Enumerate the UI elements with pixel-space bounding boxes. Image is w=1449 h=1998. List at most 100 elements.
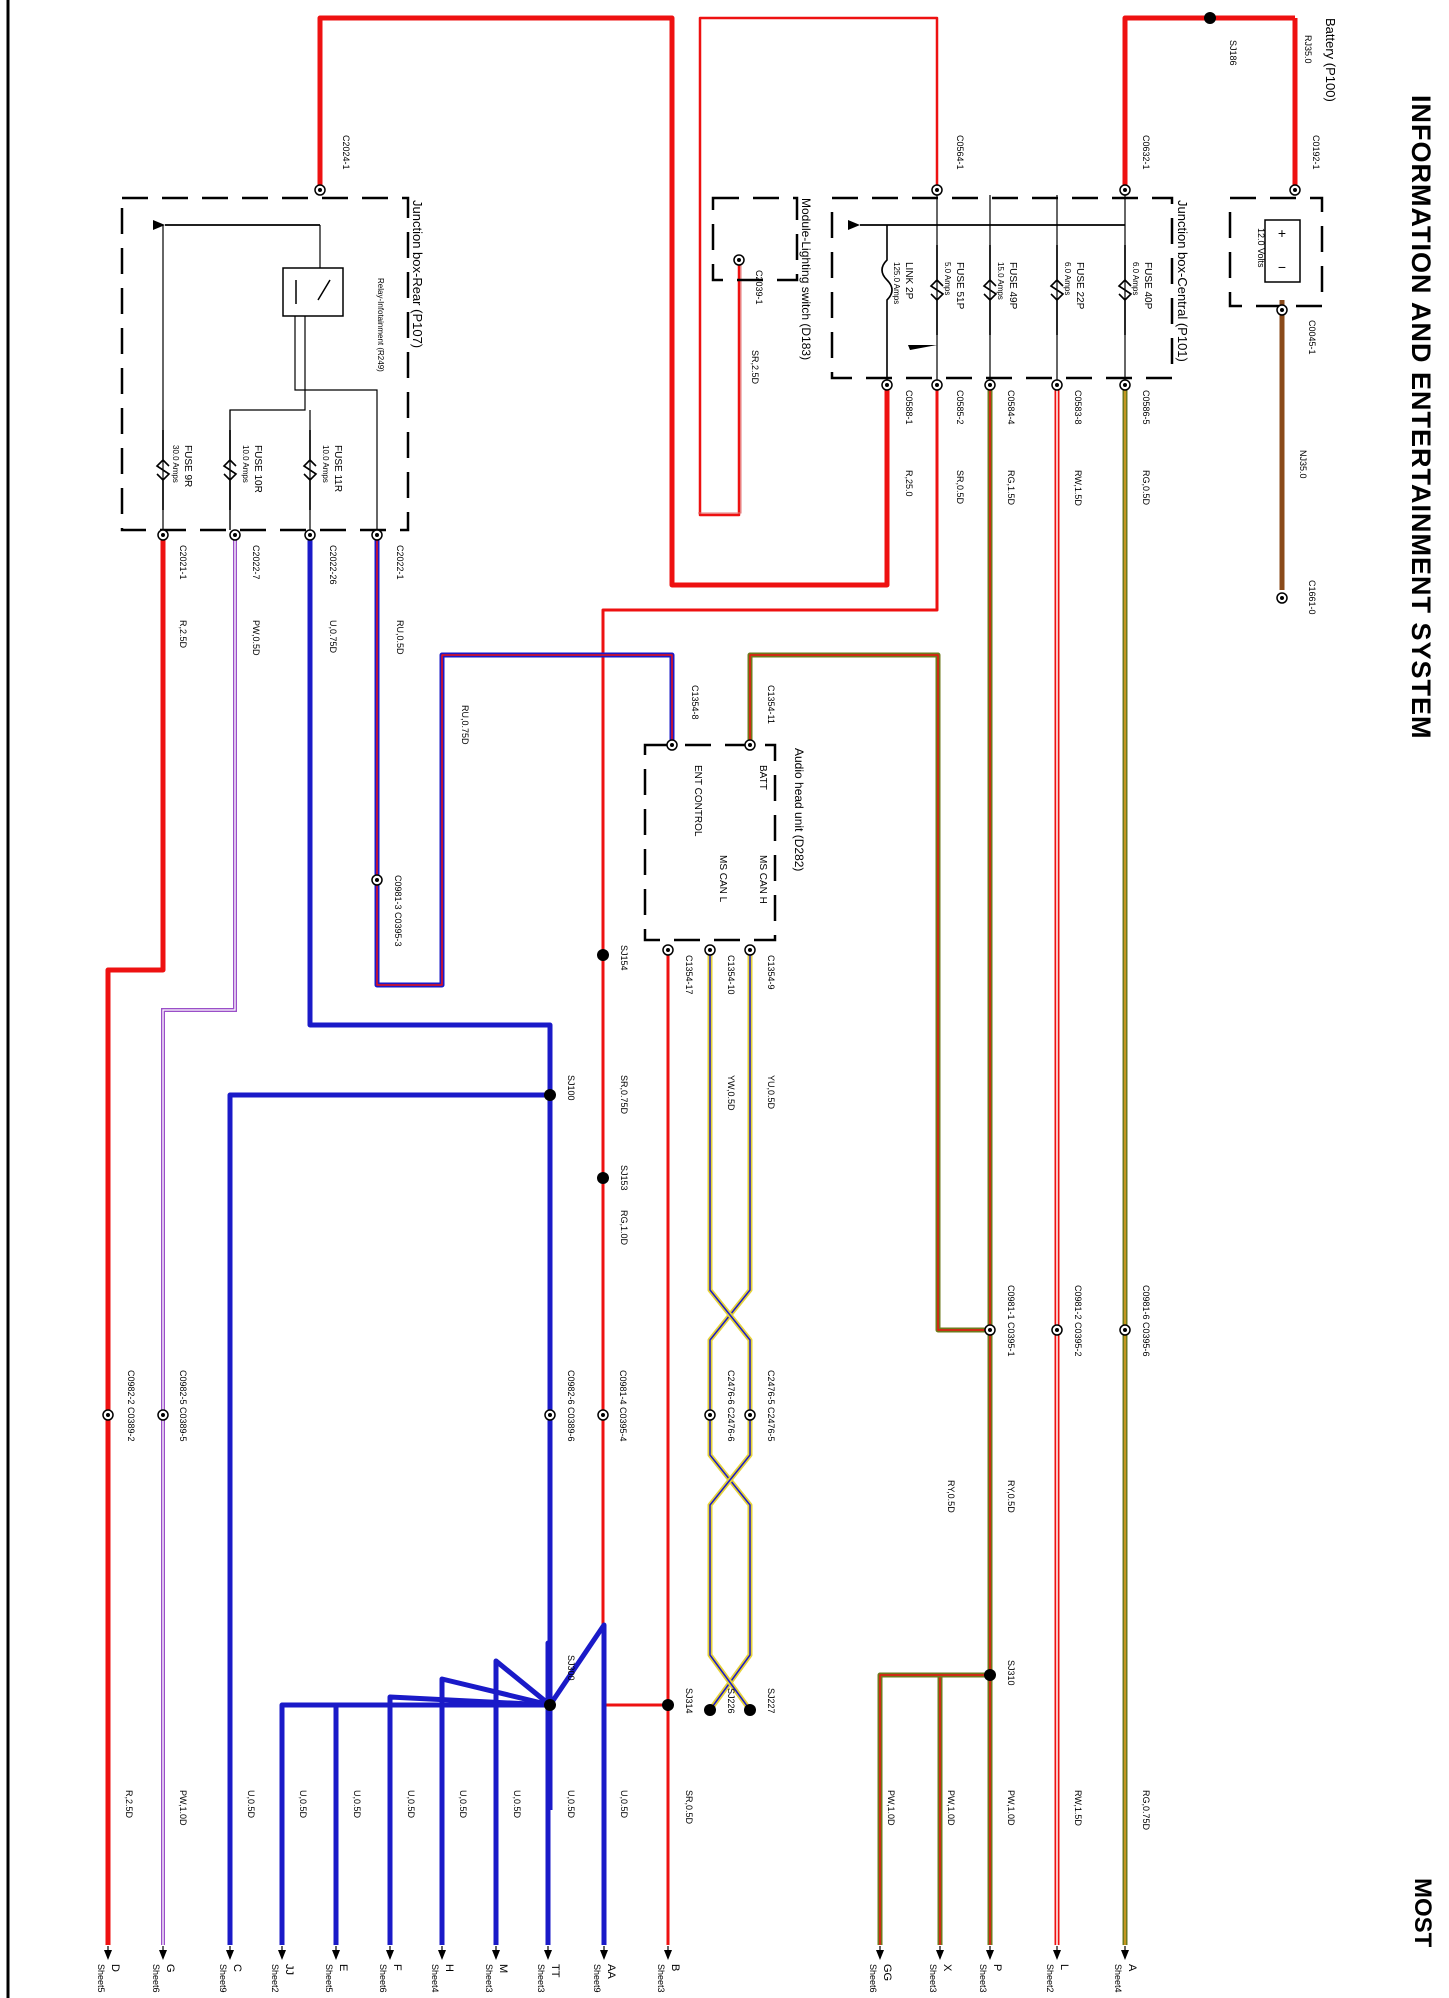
lighting-switch-label: Module-Lighting switch (D183) [799,198,813,360]
output-letter-m: M [497,1964,509,1973]
output-sheet-d: Sheet5 [96,1964,106,1993]
connector-label-6: C2024-1 [341,135,351,170]
wire-label-31: U,0.5D [298,1790,308,1819]
connector-c0584-4-center [988,383,992,387]
output-arrow-x [936,1950,944,1960]
connector-c0982-6-c0389-6-center [548,1413,552,1417]
wire-label-19: RG,0.75D [1141,1790,1151,1831]
connector-c0564-1-center [935,188,939,192]
splice-label-6: SJ227 [766,1688,776,1714]
wire-label-26: U,0.5D [566,1790,576,1819]
connector-c1354-9-center [748,948,752,952]
connector-c2022-7-center [233,533,237,537]
output-arrow-f [386,1950,394,1960]
splice-sj227 [744,1704,756,1716]
connector-c1354-10-center [708,948,712,952]
wire-label-30: U,0.5D [352,1790,362,1819]
connector-label-11: C0588-1 [904,390,914,425]
wire-label-25: U,0.5D [619,1790,629,1819]
fuse-rating-7: 30.0 Amps [171,445,180,483]
wire-label-17: RY,0.5D [1006,1480,1016,1513]
output-letter-g: G [164,1964,176,1973]
connector-c0045-1-center [1280,308,1284,312]
wire-r-fuse9 [105,530,166,1945]
fuse-rating-0: 6.0 Amps [1131,262,1140,295]
output-arrow-p [986,1950,994,1960]
connector-label-17: C1354-8 [690,685,700,720]
wire-label-22: PW,1.0D [946,1790,956,1826]
output-letter-gg: GG [881,1964,893,1981]
wire-ru-ent-stripe [376,530,673,986]
output-sheet-jj: Sheet2 [270,1964,280,1993]
output-letter-c: C [231,1964,243,1972]
connector-c2021-1-center [161,533,165,537]
splice-sj153 [597,1172,609,1184]
jb-central-label: Junction box-Central (P101) [1175,200,1190,362]
splice-label-1: SJ154 [619,945,629,971]
wire-ms-can-h-stripe [709,950,751,1711]
wire-label-29: U,0.5D [406,1790,416,1819]
output-letter-tt: TT [549,1964,561,1978]
wire-u-fan-tt [545,1640,553,1945]
connector-c0585-2-center [935,383,939,387]
wire-label-14: YW,0.5D [726,1075,736,1111]
battery-plus: + [1278,225,1286,241]
wire-sr-main [601,955,668,1707]
connector-label-16: C1354-11 [766,685,776,724]
splice-sj314 [662,1699,674,1711]
output-sheet-aa: Sheet9 [592,1964,602,1993]
connector-label-4: C0564-1 [955,135,965,170]
wire-label-2: SR,2.5D [750,350,760,385]
connector-label-28: C0982-6 C0389-6 [566,1370,576,1442]
fuse-name-1: FUSE 22P [1074,262,1085,310]
fuse-rating-5: 10.0 Amps [321,445,330,483]
battery-symbol [1264,219,1301,283]
wire-rg-batt-stripe [749,654,990,1331]
battery-minus: − [1278,259,1286,275]
connector-c0981-2-c0395-2-center [1055,1328,1059,1332]
output-letter-b: B [669,1964,681,1971]
splice-sj310 [984,1669,996,1681]
connector-c0982-2-c0389-2-center [106,1413,110,1417]
wire-label-11: R,2.5D [178,620,188,649]
fuse-symbol-0-body [1118,279,1132,301]
connector-label-29: C0982-5 C0389-5 [178,1370,188,1442]
fuse-symbol-2-body [983,279,997,301]
wire-pw [161,530,237,1945]
connector-label-20: C1354-17 [684,955,694,995]
output-arrow-jj [278,1950,286,1960]
output-arrow-m [492,1950,500,1960]
wire-u-fan-jj [279,1702,550,1945]
connector-label-3: C0632-1 [1141,135,1151,170]
output-arrow-aa [600,1950,608,1960]
wire-ru-ent [374,530,675,988]
connector-label-9: C0584-4 [1006,390,1016,425]
connector-label-1: C0045-1 [1307,320,1317,355]
connector-c0981-1-c0395-1-center [988,1328,992,1332]
connector-label-0: C0192-1 [1311,135,1321,170]
wire-label-5: RG,1.5D [1006,470,1016,506]
audio-head-unit-label: Audio head unit (D282) [792,748,806,871]
battery-label: Battery (P100) [1323,18,1338,102]
connector-c0981-3-c0395-3-center [375,878,379,882]
output-sheet-a: Sheet4 [1113,1964,1123,1993]
connector-label-7: C0586-5 [1141,390,1151,425]
output-letter-f: F [391,1964,403,1971]
wire-label-33: PW,1.0D [178,1790,188,1826]
wire-label-28: U,0.5D [458,1790,468,1819]
connector-c0632-1-center [1123,188,1127,192]
connector-c0586-5-center [1123,383,1127,387]
jb-rear-box [120,196,410,532]
output-letter-a: A [1126,1964,1138,1972]
output-sheet-e: Sheet5 [324,1964,334,1993]
link-2p-symbol [881,225,893,380]
connector-label-2: C1661-0 [1307,580,1317,615]
splice-label-8: SJ314 [684,1688,694,1714]
fuse-name-2: FUSE 49P [1007,262,1018,310]
output-letter-l: L [1058,1964,1070,1970]
connector-c0981-4-c0395-4-center [601,1413,605,1417]
wire-battery-feed [1122,15,1295,195]
splice-label-7: SJ226 [726,1688,736,1714]
relay-symbol [282,267,344,317]
